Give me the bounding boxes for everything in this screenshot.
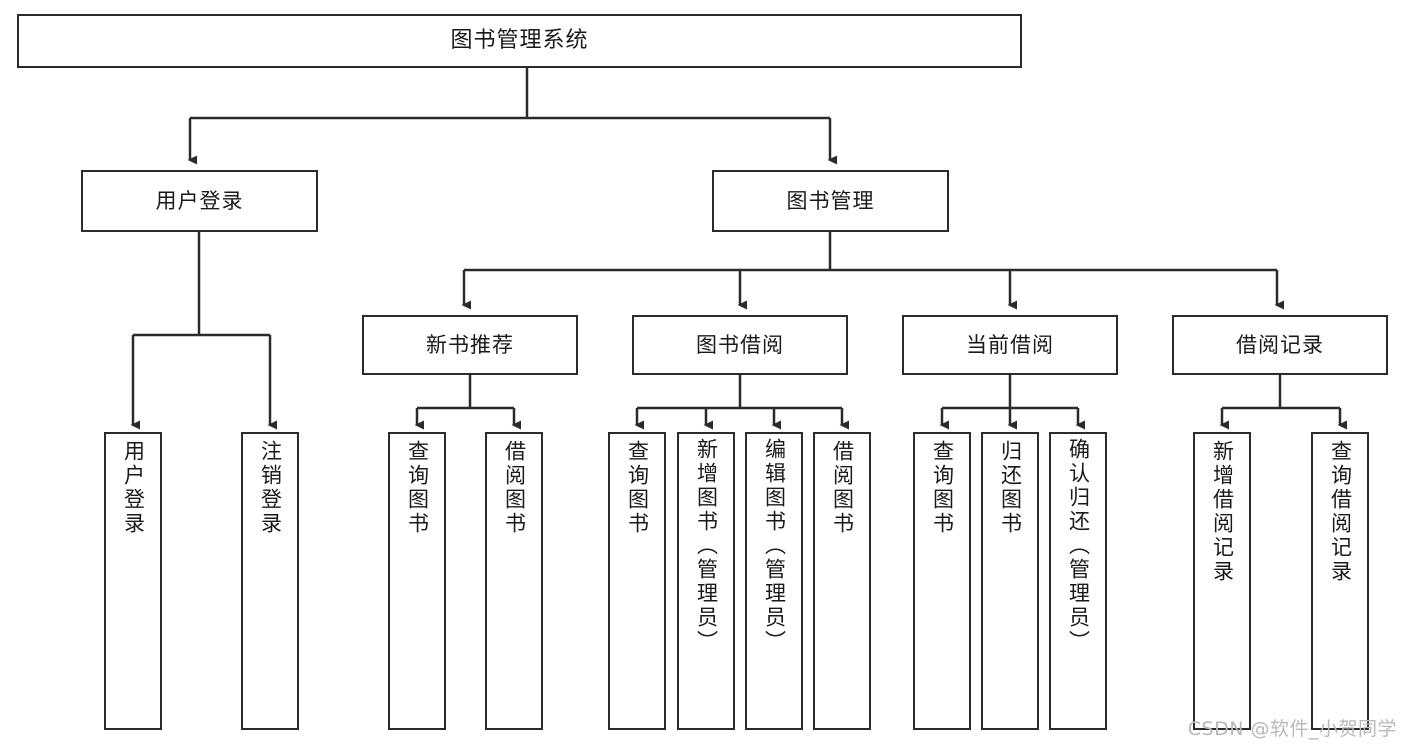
leaf-borrow-add-book-admin[interactable]: 新增图书（管理员）	[677, 432, 735, 730]
node-new-book-recommendation[interactable]: 新书推荐	[362, 315, 578, 375]
leaf-record-add-borrow-record[interactable]: 新增借阅记录	[1193, 432, 1251, 730]
node-label: 用户登录	[121, 440, 146, 536]
node-borrowing-records[interactable]: 借阅记录	[1172, 315, 1388, 375]
node-label: 查询图书	[625, 440, 650, 536]
node-book-management[interactable]: 图书管理	[712, 170, 949, 232]
leaf-new-book-borrow-books[interactable]: 借阅图书	[485, 432, 543, 730]
node-label: 用户登录	[155, 188, 244, 213]
node-label: 图书借阅	[696, 332, 784, 357]
node-root-book-management-system[interactable]: 图书管理系统	[17, 14, 1022, 68]
node-label: 查询图书	[405, 440, 430, 536]
node-label: 图书管理系统	[450, 28, 589, 54]
node-user-login[interactable]: 用户登录	[81, 170, 318, 232]
node-label: 新书推荐	[426, 332, 514, 357]
watermark-text: CSDN @软件_小贺同学	[1187, 718, 1397, 740]
leaf-borrow-borrow-books[interactable]: 借阅图书	[813, 432, 871, 730]
node-label: 借阅图书	[502, 440, 527, 536]
node-label: 编辑图书（管理员）	[762, 438, 787, 654]
node-label: 归还图书	[998, 440, 1023, 536]
leaf-current-return-books[interactable]: 归还图书	[981, 432, 1039, 730]
node-label: 查询图书	[930, 440, 955, 536]
node-label: 查询借阅记录	[1328, 440, 1353, 584]
node-label: 新增图书（管理员）	[694, 438, 719, 654]
node-label: 图书管理	[786, 188, 875, 213]
node-current-borrowing[interactable]: 当前借阅	[902, 315, 1118, 375]
leaf-user-login-logout[interactable]: 注销登录	[241, 432, 299, 730]
leaf-new-book-query-books[interactable]: 查询图书	[388, 432, 446, 730]
leaf-user-login-login[interactable]: 用户登录	[104, 432, 162, 730]
leaf-borrow-edit-book-admin[interactable]: 编辑图书（管理员）	[745, 432, 803, 730]
node-label: 当前借阅	[966, 332, 1054, 357]
leaf-current-query-books[interactable]: 查询图书	[913, 432, 971, 730]
node-label: 确认归还（管理员）	[1066, 438, 1091, 654]
leaf-borrow-query-books[interactable]: 查询图书	[608, 432, 666, 730]
node-book-borrowing[interactable]: 图书借阅	[632, 315, 848, 375]
node-label: 注销登录	[258, 440, 283, 536]
node-label: 新增借阅记录	[1210, 440, 1235, 584]
node-label: 借阅图书	[830, 440, 855, 536]
leaf-current-confirm-return-admin[interactable]: 确认归还（管理员）	[1049, 432, 1107, 730]
leaf-record-query-borrow-record[interactable]: 查询借阅记录	[1311, 432, 1369, 730]
node-label: 借阅记录	[1236, 332, 1324, 357]
